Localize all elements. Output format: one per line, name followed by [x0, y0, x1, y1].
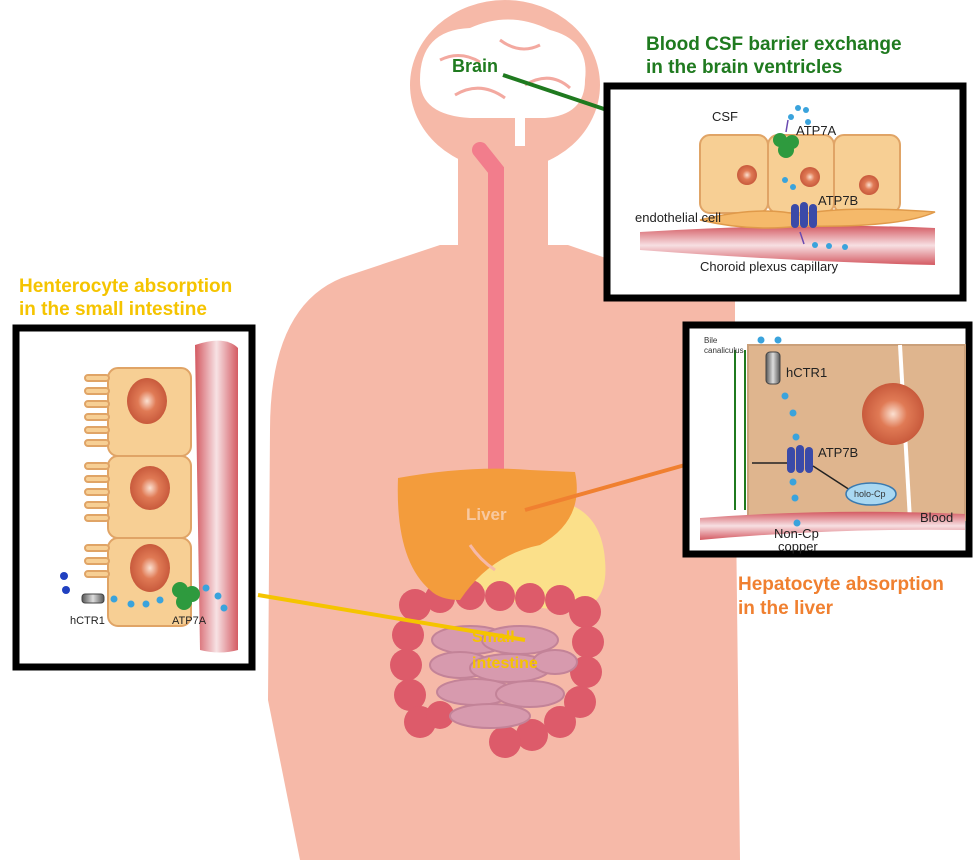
- choroid-cells: [700, 135, 900, 213]
- nucleus: [859, 175, 879, 195]
- hctr1-transporter-icon: [766, 352, 780, 384]
- label-endothelial: endothelial cell: [635, 210, 721, 225]
- intestine-panel: hCTR1 ATP7A: [16, 328, 252, 667]
- label-capillary: Choroid plexus capillary: [700, 259, 839, 274]
- label-atp7a: ATP7A: [172, 615, 207, 627]
- label-noncp-2: copper: [778, 539, 818, 554]
- liver-panel-title-1: Hepatocyte absorption: [738, 574, 944, 595]
- nucleus: [130, 544, 170, 592]
- label-atp7b: ATP7B: [818, 193, 858, 208]
- intestine-panel-title-2: in the small intestine: [19, 299, 207, 320]
- brain-panel: CSF ATP7A ATP7B endothelial cell Choroid…: [607, 86, 963, 298]
- atp7b-pump-icon: [787, 445, 813, 473]
- label-hctr1: hCTR1: [70, 615, 105, 627]
- label-atp7b: ATP7B: [818, 445, 858, 460]
- brain-panel-title-1: Blood CSF barrier exchange: [646, 34, 902, 55]
- brain-label: Brain: [452, 56, 498, 76]
- brain-panel-title-2: in the brain ventricles: [646, 57, 842, 78]
- label-hctr1: hCTR1: [786, 365, 827, 380]
- intestine-capillary: [195, 341, 238, 653]
- atp7b-pump-icon: [791, 202, 817, 228]
- label-bile-1: Bile: [704, 336, 718, 345]
- label-holo-cp: holo-Cp: [854, 489, 886, 499]
- nucleus: [127, 378, 167, 424]
- nucleus: [800, 167, 820, 187]
- hctr1-transporter-icon: [82, 594, 104, 603]
- nucleus: [737, 165, 757, 185]
- label-atp7a: ATP7A: [796, 123, 837, 138]
- label-bile-2: canaliculus: [704, 346, 744, 355]
- nucleus: [130, 466, 170, 510]
- label-csf: CSF: [712, 109, 738, 124]
- liver-label: Liver: [466, 505, 507, 524]
- nucleus: [862, 383, 924, 445]
- liver-panel-title-2: in the liver: [738, 598, 834, 619]
- liver-panel: holo-Cp Bile canaliculus hCTR1 ATP7B Blo…: [686, 325, 969, 554]
- label-blood: Blood: [920, 510, 953, 525]
- small-intestine-label-2: intestine: [472, 655, 538, 672]
- intestine-panel-title-1: Henterocyte absorption: [19, 276, 232, 297]
